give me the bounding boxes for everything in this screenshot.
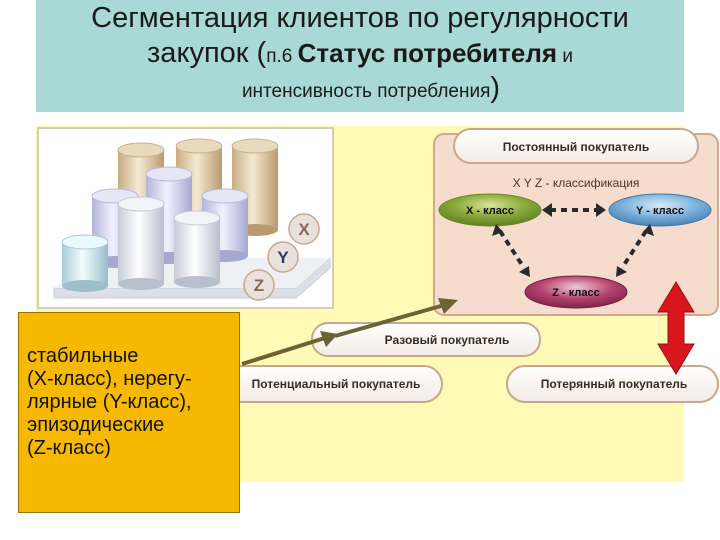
cylinder-white-1 [117, 196, 165, 290]
lost-pill [506, 365, 719, 403]
potential-label: Потенциальный покупатель [252, 377, 421, 391]
cylinder-white-2 [173, 210, 221, 288]
badge-y-label: Y [277, 248, 289, 267]
note-line-5: (Z-класс) [27, 437, 111, 459]
x-class-label: X - класс [466, 205, 514, 217]
x-class-node [438, 193, 542, 227]
title-line-2-a: закупок ( [147, 37, 267, 69]
title-line-2: закупок (п.6 Статус потребителя и [36, 39, 684, 68]
title-line-2-b: п.6 [266, 46, 298, 67]
xyz-dashed-arrows [498, 208, 648, 270]
title-line-2-c: Статус потребителя [297, 38, 558, 68]
badge-z: Z [243, 269, 275, 301]
connector-arrows [241, 298, 458, 366]
classification-label: X Y Z - классификация [513, 176, 640, 190]
cylinder-cyan-1 [61, 234, 109, 292]
title-line-2-d: и [557, 46, 573, 67]
segment-note: стабильные (X-класс), нерегу- лярные (Y-… [18, 312, 240, 513]
title-line-3-a: интенсивность потребления [241, 81, 491, 102]
note-line-2: (X-класс), нерегу- [27, 368, 192, 390]
permanent-pill [453, 128, 699, 164]
title-line-3: интенсивность потребления) [36, 74, 684, 103]
one-time-pill [311, 322, 541, 357]
z-class-label: Z - класс [552, 287, 599, 299]
permanent-label: Постоянный покупатель [503, 140, 650, 154]
page-title: Сегментация клиентов по регулярности зак… [36, 4, 684, 103]
y-class-node [608, 193, 712, 227]
badge-z-label: Z [254, 276, 264, 295]
xyz-arrowheads [492, 203, 654, 277]
badge-x: X [288, 213, 320, 245]
lost-label: Потерянный покупатель [541, 377, 688, 391]
z-class-node [524, 275, 628, 309]
title-band [36, 0, 684, 112]
badge-y: Y [267, 241, 299, 273]
note-line-1: стабильные [27, 345, 139, 367]
one-time-label: Разовый покупатель [385, 333, 510, 347]
red-double-arrow [657, 281, 695, 375]
note-line-4: эпизодические [27, 414, 165, 436]
title-line-3-b: ) [490, 72, 501, 104]
badge-x-label: X [298, 220, 310, 239]
note-line-3: лярные (Y-класс), [27, 391, 192, 413]
y-class-label: Y - класс [636, 205, 684, 217]
title-line-1: Сегментация клиентов по регулярности [91, 2, 629, 34]
